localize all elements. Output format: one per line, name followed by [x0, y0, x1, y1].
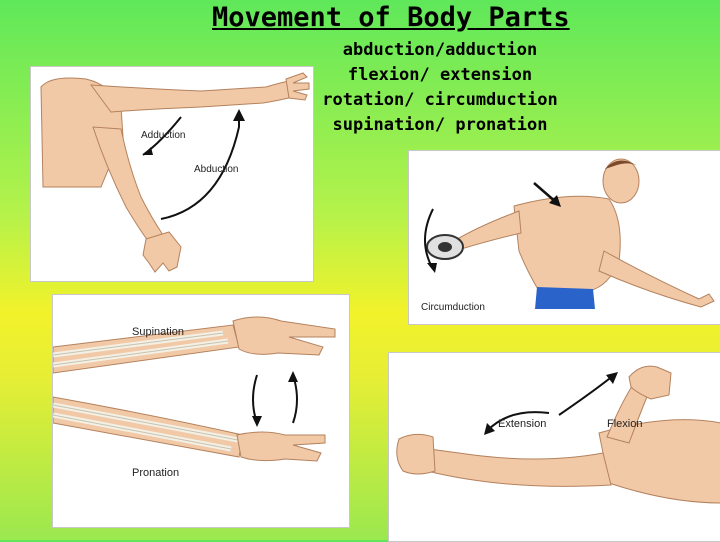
subtitle-line-2: flexion/ extension — [300, 63, 580, 88]
slide-subtitle: abduction/adduction flexion/ extension r… — [300, 38, 580, 138]
circumduction-illustration — [409, 151, 720, 324]
rotation-arrow-right — [293, 375, 297, 423]
supination-hand — [233, 317, 335, 355]
flexion-illustration — [389, 353, 720, 541]
extended-fist — [397, 434, 435, 474]
torso — [514, 196, 620, 291]
label-pronation: Pronation — [132, 467, 179, 479]
head — [603, 159, 639, 203]
raised-hand — [286, 73, 309, 100]
subtitle-line-1: abduction/adduction — [300, 38, 580, 63]
shorts — [535, 287, 595, 309]
label-abduction: Abduction — [194, 164, 238, 175]
flexion-panel: Extension Flexion — [388, 352, 720, 542]
lowered-arm — [93, 127, 163, 242]
extended-forearm — [427, 449, 611, 486]
circumduction-panel: Circumduction — [408, 150, 720, 325]
label-supination: Supination — [132, 326, 184, 338]
raised-arm — [91, 81, 293, 112]
right-arm — [599, 251, 714, 307]
supination-illustration — [53, 295, 349, 527]
lowered-hand — [143, 232, 181, 272]
label-adduction: Adduction — [141, 130, 185, 141]
flexion-arrow — [559, 375, 614, 415]
pronation-hand — [237, 432, 325, 461]
abduction-panel: Adduction Abduction — [30, 66, 314, 282]
slide-title: Movement of Body Parts — [212, 2, 570, 33]
abduction-illustration — [31, 67, 313, 281]
label-flexion: Flexion — [607, 418, 642, 430]
supination-panel: Supination Pronation — [52, 294, 350, 528]
label-extension: Extension — [498, 418, 546, 430]
subtitle-line-4: supination/ pronation — [300, 113, 580, 138]
rotation-arrow-left — [253, 375, 257, 423]
subtitle-line-3: rotation/ circumduction — [300, 88, 580, 113]
label-circumduction: Circumduction — [421, 302, 485, 313]
